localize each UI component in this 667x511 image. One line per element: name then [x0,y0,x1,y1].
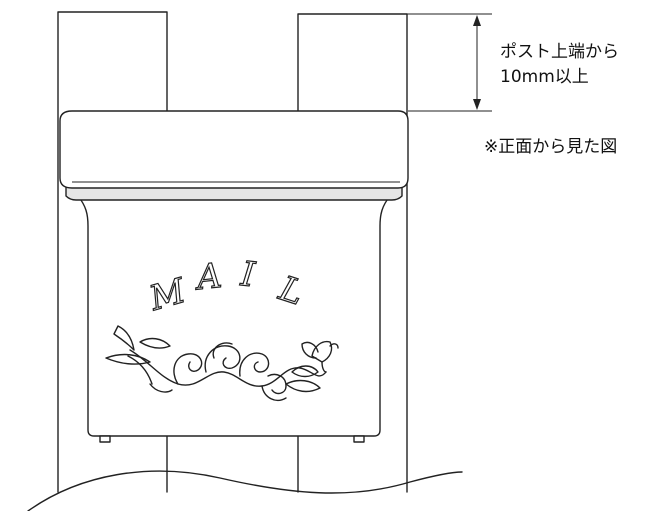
mailbox-foot-right [353,435,365,443]
mailbox: M A I L [59,110,409,443]
lid-shadow [65,185,403,201]
dimension-arrow-icon [407,13,492,112]
mail-letter-i: I [238,254,257,295]
floral-ornament-icon [105,325,339,402]
mailbox-body [77,195,391,437]
callout-line-2: 10mm以上 [500,67,589,87]
view-note: ※正面から見た図 [484,137,617,157]
mailbox-lid [59,110,409,189]
ground-line [27,470,463,511]
mailbox-foot-left [99,435,111,443]
posts [57,11,408,493]
callout-line-1: ポスト上端から [500,42,619,62]
mail-letter-l: L [274,268,309,313]
